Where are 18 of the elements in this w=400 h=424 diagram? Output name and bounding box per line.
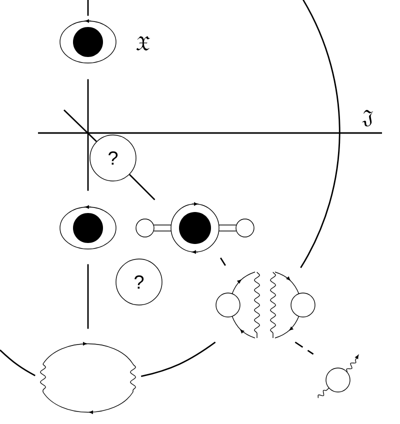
line bbox=[64, 110, 97, 142]
line bbox=[129, 174, 156, 200]
fraktur-letter: $\mathfrak{J}$ bbox=[362, 110, 373, 126]
line bbox=[87, 264, 89, 329]
line bbox=[87, 79, 89, 191]
fraktur-letter: $\mathfrak{X}$ bbox=[136, 36, 150, 50]
line bbox=[0, 349, 36, 376]
line bbox=[300, 0, 340, 268]
loop-diagram-drawing bbox=[318, 354, 359, 398]
line bbox=[140, 342, 216, 378]
dashed-line bbox=[220, 258, 228, 268]
loop-diagram-drawing bbox=[136, 202, 254, 254]
loop-diagram-drawing bbox=[60, 19, 116, 64]
dashed-line bbox=[294, 342, 314, 355]
loop-diagram-drawing bbox=[40, 342, 136, 414]
loop-diagram-drawing bbox=[216, 272, 316, 338]
loop-diagram-drawing bbox=[60, 205, 116, 250]
line bbox=[87, 0, 89, 16]
